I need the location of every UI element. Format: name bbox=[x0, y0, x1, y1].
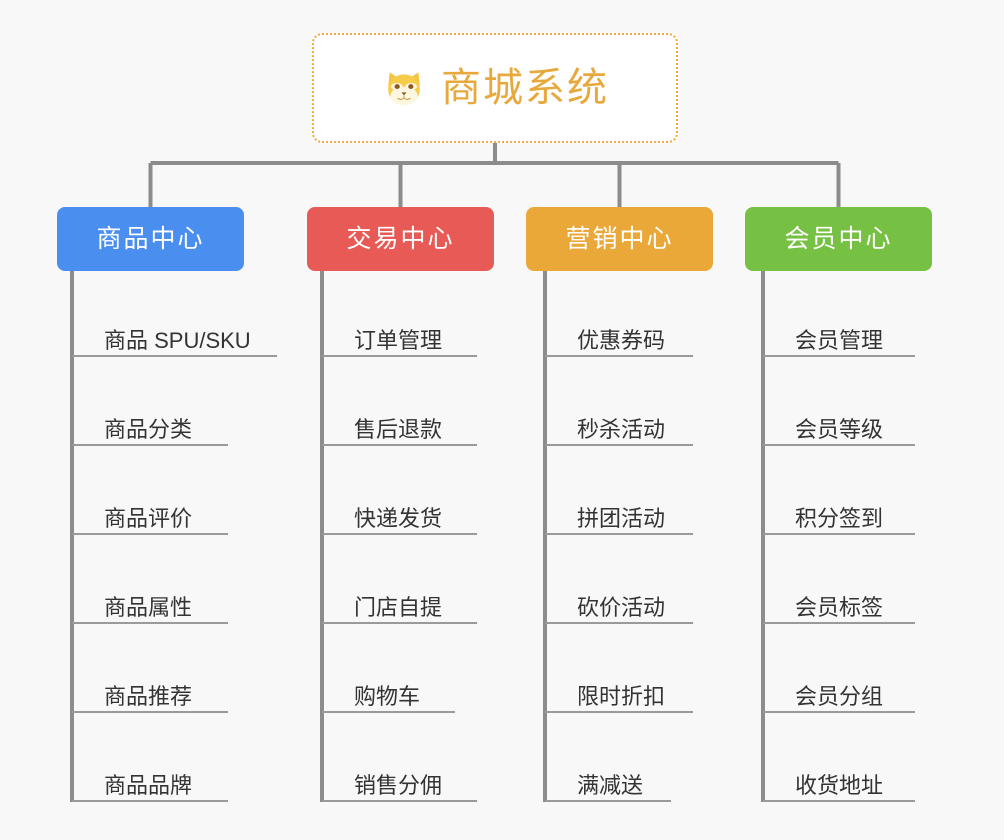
leaf-item-label: 砍价活动 bbox=[577, 594, 666, 620]
leaf-item-label: 门店自提 bbox=[354, 594, 443, 620]
leaf-item-label: 拼团活动 bbox=[577, 505, 666, 531]
leaf-item[interactable]: 商品品牌 bbox=[72, 758, 228, 802]
leaf-item[interactable]: 商品分类 bbox=[72, 402, 228, 446]
leaf-item-label: 销售分佣 bbox=[354, 772, 443, 798]
category-node-label: 商品中心 bbox=[96, 224, 205, 253]
leaf-item-label: 会员标签 bbox=[795, 594, 884, 620]
category-node-2[interactable]: 交易中心 bbox=[307, 207, 494, 271]
root-node-label: 商城系统 bbox=[441, 66, 609, 110]
leaf-item[interactable]: 会员标签 bbox=[763, 580, 915, 624]
leaf-item[interactable]: 会员管理 bbox=[763, 313, 915, 357]
leaf-item[interactable]: 砍价活动 bbox=[545, 580, 693, 624]
leaf-item-label: 秒杀活动 bbox=[577, 416, 666, 442]
leaf-item-label: 商品属性 bbox=[104, 594, 193, 620]
leaf-item-label: 优惠券码 bbox=[577, 327, 666, 353]
leaf-item-label: 订单管理 bbox=[354, 327, 443, 353]
leaf-item[interactable]: 优惠券码 bbox=[545, 313, 693, 357]
leaf-item-label: 商品评价 bbox=[104, 505, 193, 531]
shiba-dog-face-icon bbox=[381, 65, 427, 111]
leaf-item[interactable]: 订单管理 bbox=[322, 313, 477, 357]
leaf-item-label: 商品分类 bbox=[104, 416, 193, 442]
leaf-item[interactable]: 限时折扣 bbox=[545, 669, 693, 713]
leaf-item[interactable]: 商品评价 bbox=[72, 491, 228, 535]
leaf-item-label: 收货地址 bbox=[795, 772, 884, 798]
leaf-item[interactable]: 会员等级 bbox=[763, 402, 915, 446]
leaf-item-label: 快递发货 bbox=[354, 505, 443, 531]
leaf-item[interactable]: 会员分组 bbox=[763, 669, 915, 713]
leaf-item-label: 售后退款 bbox=[354, 416, 443, 442]
leaf-item[interactable]: 收货地址 bbox=[763, 758, 915, 802]
leaf-item[interactable]: 满减送 bbox=[545, 758, 671, 802]
category-node-label: 会员中心 bbox=[784, 224, 893, 253]
leaf-item-label: 积分签到 bbox=[795, 505, 884, 531]
leaf-item-label: 会员管理 bbox=[795, 327, 884, 353]
leaf-item-label: 会员分组 bbox=[795, 683, 884, 709]
leaf-item[interactable]: 商品属性 bbox=[72, 580, 228, 624]
leaf-item[interactable]: 售后退款 bbox=[322, 402, 477, 446]
leaf-item-label: 满减送 bbox=[577, 772, 644, 798]
leaf-item[interactable]: 商品 SPU/SKU bbox=[72, 313, 277, 357]
leaf-item[interactable]: 门店自提 bbox=[322, 580, 477, 624]
leaf-item[interactable]: 拼团活动 bbox=[545, 491, 693, 535]
root-node-content: 商城系统 bbox=[381, 65, 609, 111]
leaf-item[interactable]: 购物车 bbox=[322, 669, 455, 713]
leaf-item[interactable]: 快递发货 bbox=[322, 491, 477, 535]
category-node-1[interactable]: 商品中心 bbox=[57, 207, 244, 271]
leaf-item-label: 商品品牌 bbox=[104, 772, 193, 798]
root-node[interactable]: 商城系统 bbox=[312, 33, 678, 143]
leaf-item-label: 商品 SPU/SKU bbox=[104, 327, 251, 353]
leaf-item-label: 商品推荐 bbox=[104, 683, 193, 709]
category-node-label: 营销中心 bbox=[565, 224, 674, 253]
category-node-3[interactable]: 营销中心 bbox=[526, 207, 713, 271]
leaf-item[interactable]: 秒杀活动 bbox=[545, 402, 693, 446]
leaf-item-label: 限时折扣 bbox=[577, 683, 666, 709]
leaf-item-label: 购物车 bbox=[354, 683, 421, 709]
leaf-item[interactable]: 积分签到 bbox=[763, 491, 915, 535]
leaf-item-label: 会员等级 bbox=[795, 416, 884, 442]
category-node-label: 交易中心 bbox=[346, 224, 455, 253]
category-node-4[interactable]: 会员中心 bbox=[745, 207, 932, 271]
leaf-item[interactable]: 商品推荐 bbox=[72, 669, 228, 713]
leaf-item[interactable]: 销售分佣 bbox=[322, 758, 477, 802]
